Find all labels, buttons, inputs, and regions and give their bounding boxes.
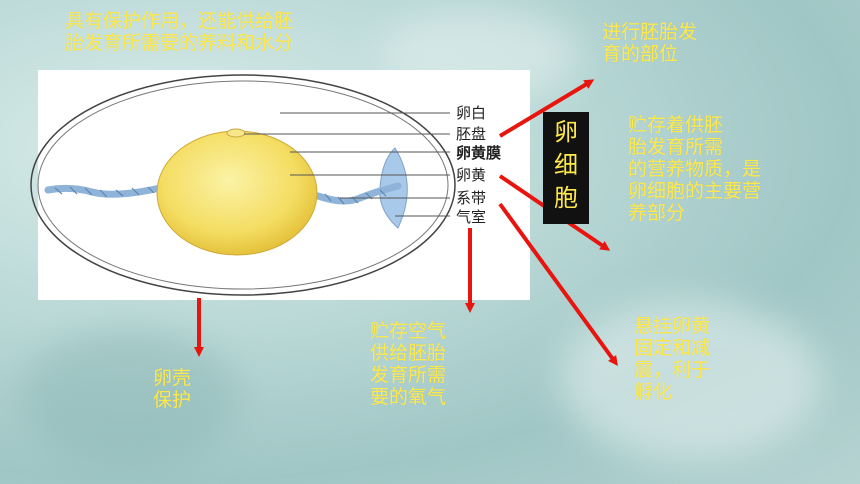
annotation-line: 具有保护作用，还能供给胚 [65, 10, 294, 32]
annotation-line: 育的部位 [602, 43, 679, 65]
annotation-line: 供给胚胎 [370, 342, 447, 364]
annotation-line: 震，利于 [634, 359, 711, 381]
annotation-luanhuang: 贮存着供胚 胎发育所需 的营养物质，是 卵细胞的主要营 养部分 [628, 114, 761, 224]
label-luanhuang: 卵黄 [456, 166, 486, 184]
annotation-line: 贮存空气 [370, 320, 447, 342]
annotation-line: 孵化 [634, 381, 673, 403]
annotation-line: 胎发育所需 [628, 136, 724, 158]
chalaza-right-twist [324, 189, 387, 205]
annotation-peipan: 进行胚胎发 育的部位 [602, 21, 697, 65]
annotation-line: 保护 [153, 389, 192, 411]
annotation-line: 悬挂卵黄 [634, 315, 711, 337]
annotation-line: 养部分 [628, 202, 686, 224]
annotation-line: 要的氧气 [370, 386, 447, 408]
annotation-line: 卵细胞的主要营 [628, 180, 762, 202]
yolk [156, 130, 318, 256]
annotation-line: 的营养物质，是 [628, 158, 762, 180]
label-peipan: 胚盘 [456, 125, 486, 143]
arrow-peipan [498, 79, 595, 138]
arrow-xidai [498, 202, 618, 367]
annotation-line: 固定和减 [634, 337, 711, 359]
luanxibao-tag: 卵细胞 [543, 112, 589, 224]
annotation-line: 贮存着供胚 [628, 114, 724, 136]
annotation-luanbai: 具有保护作用，还能供给胚 胎发育所需要的养料和水分 [65, 10, 293, 54]
tag-text: 卵细胞 [554, 118, 578, 212]
germinal-disc [226, 128, 246, 138]
annotation-line: 卵壳 [153, 367, 192, 389]
annotation-xidai: 悬挂卵黄 固定和减 震，利于 孵化 [634, 315, 710, 403]
background-blot [560, 300, 820, 460]
annotation-line: 胎发育所需要的养料和水分 [65, 32, 294, 54]
label-qishi: 气室 [456, 208, 486, 226]
label-xidai: 系带 [456, 189, 486, 207]
annotation-line: 发育所需 [370, 364, 447, 386]
annotation-qishi: 贮存空气 供给胚胎 发育所需 要的氧气 [370, 320, 446, 408]
label-luanhuangmo: 卵黄膜 [456, 144, 501, 162]
egg-shell-inner [37, 80, 449, 290]
egg-shell-outer [30, 74, 456, 296]
annotation-line: 进行胚胎发 [602, 21, 698, 43]
label-luanbai: 卵白 [456, 104, 486, 122]
chalaza-left-twist [54, 186, 155, 198]
annotation-shell: 卵壳 保护 [153, 367, 191, 411]
